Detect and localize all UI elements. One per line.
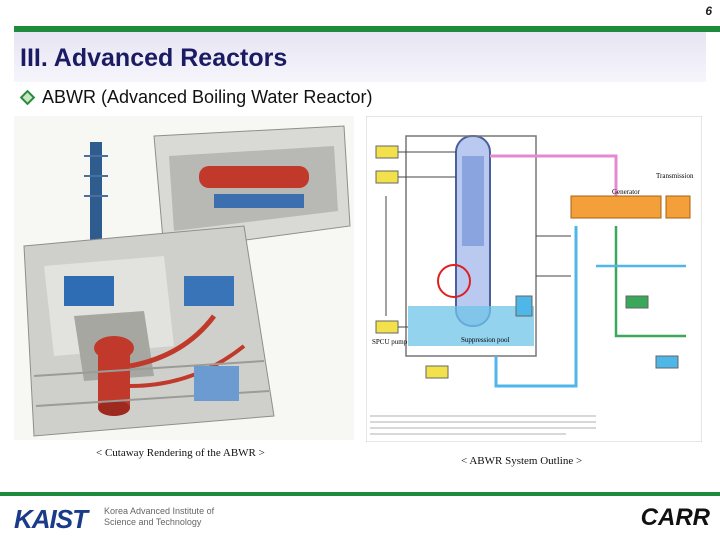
svg-text:SPCU pump: SPCU pump xyxy=(372,338,408,346)
footer-rule xyxy=(0,492,720,496)
header-rule xyxy=(14,26,720,32)
kaist-subtitle-line-1: Korea Advanced Institute of xyxy=(104,506,215,516)
diamond-bullet-icon xyxy=(19,89,36,106)
svg-text:Suppression pool: Suppression pool xyxy=(461,336,509,344)
kaist-subtitle: Korea Advanced Institute of Science and … xyxy=(104,506,224,528)
bullet-line: ABWR (Advanced Boiling Water Reactor) xyxy=(19,87,373,108)
bullet-text: ABWR (Advanced Boiling Water Reactor) xyxy=(42,87,373,107)
footer: KAIST Korea Advanced Institute of Scienc… xyxy=(0,496,720,540)
turbine-icon xyxy=(199,166,309,188)
right-figure-caption: < ABWR System Outline > xyxy=(461,455,583,467)
svg-text:Transmission: Transmission xyxy=(656,172,694,180)
page-number: 6 xyxy=(705,4,712,18)
reactor-vessel-icon xyxy=(98,348,130,408)
abwr-cutaway-rendering xyxy=(14,116,354,440)
carr-logo: CARR xyxy=(640,504,710,531)
abwr-system-outline: Suppression pool Generator Transmission … xyxy=(366,116,702,442)
title-band xyxy=(14,32,706,82)
kaist-subtitle-line-2: Science and Technology xyxy=(104,517,202,527)
kaist-logo: KAIST xyxy=(14,504,88,534)
svg-text:Generator: Generator xyxy=(612,188,641,196)
slide-title: III. Advanced Reactors xyxy=(20,44,288,72)
left-figure-caption: < Cutaway Rendering of the ABWR > xyxy=(96,447,265,459)
